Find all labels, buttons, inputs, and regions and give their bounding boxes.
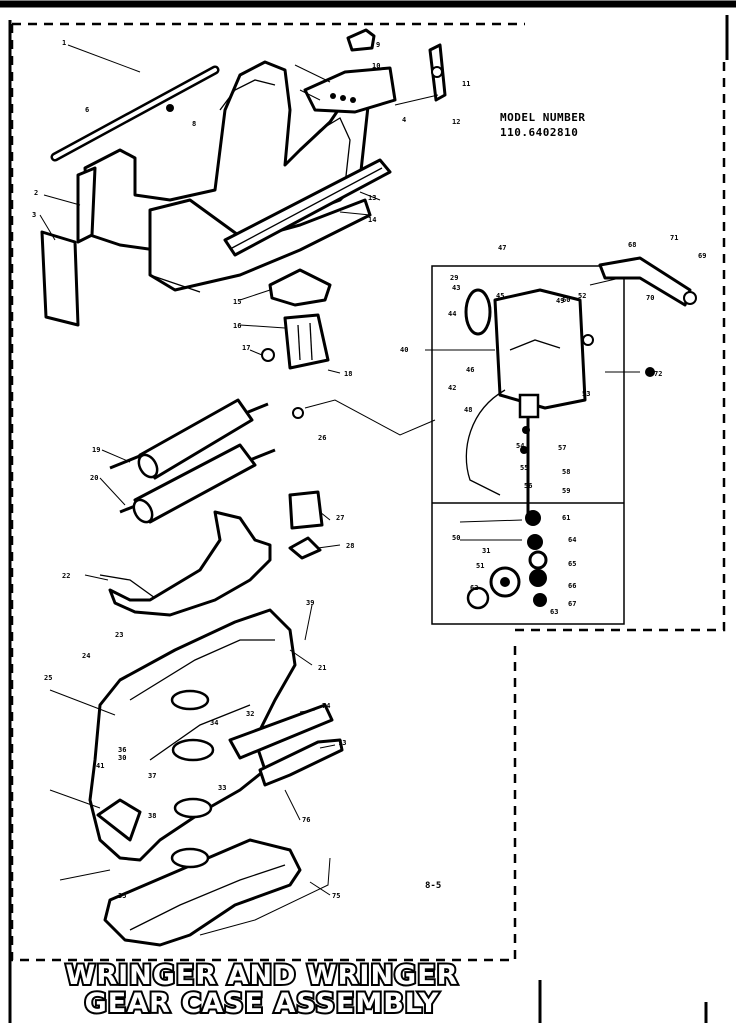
callout-4: 4: [402, 116, 406, 124]
callout-15: 15: [233, 298, 241, 306]
detail-box: [431, 265, 625, 625]
callout-24: 24: [82, 652, 90, 660]
callout-11: 11: [462, 80, 470, 88]
callout-68: 68: [628, 241, 636, 249]
top-bracket-parts: [303, 28, 447, 114]
model-number: 110.6402810: [500, 126, 578, 139]
callout-62: 62: [470, 584, 478, 592]
model-label: MODEL NUMBER: [500, 111, 585, 124]
callout-31: 31: [482, 547, 490, 555]
callout-57: 57: [558, 444, 566, 452]
callout-74: 74: [322, 702, 330, 710]
callout-71: 71: [670, 234, 678, 242]
wringer-top-housing: [40, 60, 392, 327]
callout-45: 45: [496, 292, 504, 300]
title-line-1: WRINGER AND WRINGER: [66, 960, 459, 991]
callout-36: 36: [118, 746, 126, 754]
callout-60: 60: [562, 296, 570, 304]
callout-75: 75: [332, 892, 340, 900]
callout-59: 59: [562, 487, 570, 495]
callout-42: 42: [448, 384, 456, 392]
callout-2: 2: [34, 189, 38, 197]
callout-3: 3: [32, 211, 36, 219]
callout-23: 23: [115, 631, 123, 639]
callout-35: 35: [118, 892, 126, 900]
callout-67: 67: [568, 600, 576, 608]
callout-12: 12: [452, 118, 460, 126]
bearing-block-parts: [261, 268, 341, 374]
callout-61: 61: [562, 514, 570, 522]
callout-22: 22: [62, 572, 70, 580]
callout-66: 66: [568, 582, 576, 590]
callout-63: 63: [550, 608, 558, 616]
callout-48: 48: [464, 406, 472, 414]
callout-9: 9: [376, 41, 380, 49]
callout-41: 41: [96, 762, 104, 770]
callout-58: 58: [562, 468, 570, 476]
callout-40: 40: [400, 346, 408, 354]
callout-21: 21: [318, 664, 326, 672]
wringer-frame-spring: [99, 510, 272, 617]
callout-28: 28: [346, 542, 354, 550]
gear-case-base: [103, 838, 331, 947]
callout-6: 6: [85, 106, 89, 114]
callout-17: 17: [242, 344, 250, 352]
detail-gear-assembly: [464, 256, 697, 610]
callout-56: 56: [524, 482, 532, 490]
callout-13: 13: [368, 194, 376, 202]
gear-case-body: [88, 608, 344, 862]
callout-39: 39: [306, 599, 314, 607]
callout-25: 25: [44, 674, 52, 682]
callout-69: 69: [698, 252, 706, 260]
callout-labels: 1234689101112131415161718192021222324252…: [32, 39, 706, 900]
callout-46: 46: [466, 366, 474, 374]
callout-32: 32: [246, 710, 254, 718]
callout-26: 26: [318, 434, 326, 442]
title-line-2: GEAR CASE ASSEMBLY: [85, 988, 440, 1019]
rod-part-6: [50, 65, 220, 162]
callout-20: 20: [90, 474, 98, 482]
callout-49: 49: [556, 297, 564, 305]
callout-8: 8: [192, 120, 196, 128]
callout-76: 76: [302, 816, 310, 824]
callout-33: 33: [218, 784, 226, 792]
clip-parts-27-28: [288, 490, 324, 560]
callout-43: 43: [452, 284, 460, 292]
callout-18: 18: [344, 370, 352, 378]
callout-37: 37: [148, 772, 156, 780]
callout-72: 72: [654, 370, 662, 378]
callout-34: 34: [210, 719, 218, 727]
callout-leaders: [39, 44, 640, 896]
callout-38: 38: [148, 812, 156, 820]
callout-51: 51: [476, 562, 484, 570]
callout-73: 73: [338, 739, 346, 747]
callout-50: 50: [452, 534, 460, 542]
callout-29: 29: [450, 274, 458, 282]
callout-53: 53: [582, 390, 590, 398]
callout-55: 55: [520, 464, 528, 472]
callout-44: 44: [448, 310, 456, 318]
callout-10: 10: [372, 62, 380, 70]
callout-16: 16: [233, 322, 241, 330]
diagram-title: WRINGER AND WRINGER GEAR CASE ASSEMBLY: [64, 958, 460, 1021]
callout-54: 54: [516, 442, 524, 450]
callout-65: 65: [568, 560, 576, 568]
callout-27: 27: [336, 514, 344, 522]
model-number-block: MODEL NUMBER 110.6402810: [500, 111, 585, 139]
page-reference: 8-5: [425, 881, 441, 891]
callout-64: 64: [568, 536, 576, 544]
callout-30: 30: [118, 754, 126, 762]
callout-1: 1: [62, 39, 66, 47]
callout-19: 19: [92, 446, 100, 454]
wringer-rollers: [109, 398, 304, 524]
callout-14: 14: [368, 216, 376, 224]
callout-47: 47: [498, 244, 506, 252]
callout-52: 52: [578, 292, 586, 300]
callout-70: 70: [646, 294, 654, 302]
